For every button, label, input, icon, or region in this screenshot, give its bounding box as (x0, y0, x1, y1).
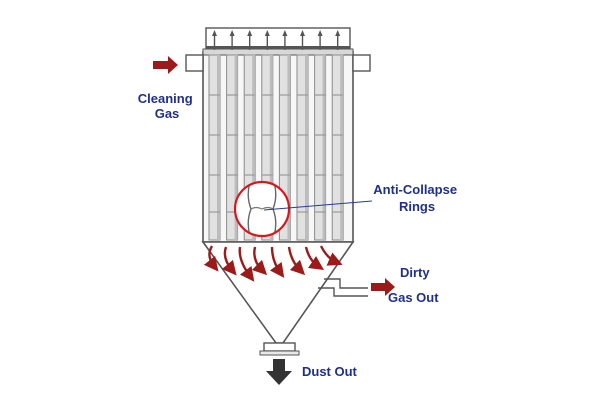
pulse-nozzle (317, 30, 323, 50)
dust-valve-flange (259, 350, 300, 356)
nozzle-tip (335, 30, 341, 36)
nozzle-tip (247, 30, 253, 36)
pulse-nozzles (212, 30, 341, 50)
nozzle-tip (264, 30, 270, 36)
arrow-right-icon (371, 278, 395, 296)
lens-ring-right (261, 206, 274, 210)
tube-sheet (202, 48, 354, 56)
dirty-gas-duct-lower (318, 287, 368, 297)
anti-collapse-label-line1: Anti-Collapse (373, 182, 457, 197)
curved-arrow-icon (319, 245, 343, 266)
filter-bag-shade (217, 55, 220, 240)
pulse-nozzle (300, 30, 305, 50)
anti-collapse-label-line2: Rings (399, 199, 435, 214)
filter-bag (278, 54, 291, 241)
nozzle-hook (282, 46, 288, 50)
dirty-gas-duct (324, 278, 368, 289)
nozzle-tip (300, 30, 305, 36)
pulse-nozzle (247, 30, 253, 50)
filter-bag-shade (234, 55, 238, 240)
filter-bag (296, 54, 309, 241)
filter-bag (226, 54, 239, 241)
nozzle-tip (317, 30, 323, 36)
curved-arrow-icon (221, 246, 237, 276)
inlet-stub (185, 54, 204, 72)
filter-bag-shade (269, 55, 273, 240)
anti-collapse-leader (263, 200, 373, 211)
filter-bag (314, 54, 327, 241)
nozzle-hook (247, 46, 253, 50)
nozzle-hook (264, 46, 270, 50)
filter-bag-shade (322, 55, 326, 240)
filter-bag-shade (340, 55, 344, 240)
pulse-nozzle (229, 30, 235, 50)
curved-arrow-icon (238, 246, 255, 282)
dirty-gas-label-line2: Gas Out (388, 290, 439, 305)
cleaning-gas-label-line2: Gas (155, 106, 180, 121)
clean-air-plenum (205, 27, 351, 49)
nozzle-hook (229, 46, 235, 50)
nozzle-hook (335, 46, 341, 50)
lens-ring-left (250, 206, 263, 210)
anti-collapse-label: Anti-Collapse Rings (373, 182, 460, 214)
curved-arrow-icon (304, 246, 324, 270)
arrow-right-icon (153, 56, 178, 74)
filter-bag-shade (287, 55, 291, 240)
filter-bag (208, 54, 221, 241)
curved-arrow-icon (251, 246, 268, 276)
curved-arrow-icon (203, 245, 219, 272)
nozzle-hook (300, 46, 305, 50)
pulse-nozzle (282, 30, 288, 50)
filter-bag (331, 54, 344, 241)
nozzle-tip (282, 30, 288, 36)
dirty-gas-flow-arrows (203, 245, 343, 282)
filter-bag-shade (305, 55, 308, 240)
outlet-stub (352, 54, 371, 72)
nozzle-tip (212, 30, 217, 36)
arrow-down-icon (266, 359, 292, 385)
dirty-gas-label-line1: Dirty (400, 265, 430, 280)
nozzle-hook (317, 46, 323, 50)
curved-arrow-icon (269, 246, 285, 278)
pulse-nozzle (264, 30, 270, 50)
cleaning-gas-label: Cleaning Gas (138, 91, 197, 121)
curved-arrow-icon (287, 246, 306, 276)
cleaning-gas-label-line1: Cleaning (138, 91, 193, 106)
filter-bag-shade (252, 55, 256, 240)
pulse-nozzle (212, 30, 217, 50)
lens-ring-outline (233, 180, 291, 238)
nozzle-hook (212, 46, 217, 50)
dust-out-label: Dust Out (302, 364, 358, 379)
dirty-gas-label: Dirty Gas Out (388, 265, 439, 305)
pulse-nozzle (335, 30, 341, 50)
dust-valve (263, 342, 296, 352)
nozzle-tip (229, 30, 235, 36)
